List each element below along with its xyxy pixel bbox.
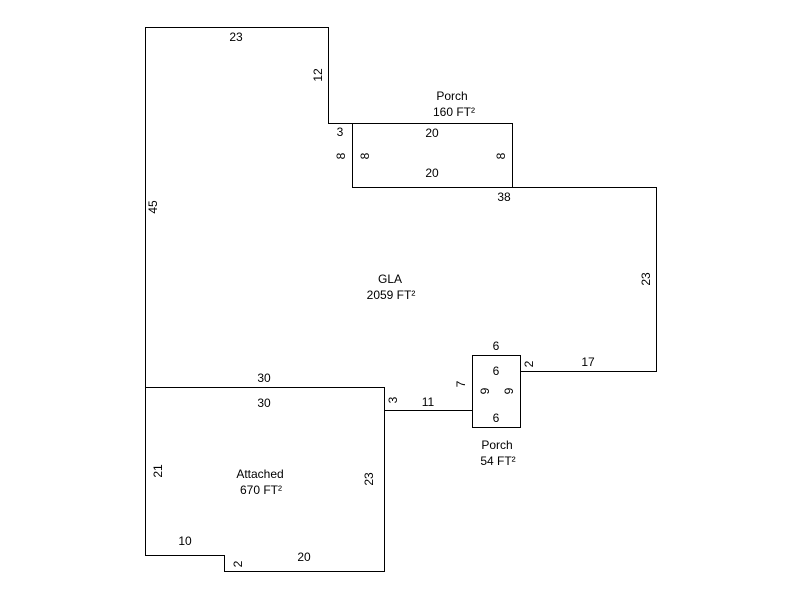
dim-label: 2	[231, 560, 245, 567]
dim-label: 8	[494, 152, 508, 159]
dim-label: 21	[151, 464, 165, 478]
dim-label: 10	[178, 534, 192, 548]
dim-label: 9	[478, 387, 492, 394]
porch-top-label: Porch	[436, 89, 467, 103]
dim-label: 11	[422, 395, 435, 409]
dim-label: 38	[497, 190, 511, 204]
dim-label: 7	[454, 380, 468, 387]
attached-area: 670 FT²	[240, 483, 282, 497]
dim-label: 12	[311, 68, 325, 82]
dim-label: 23	[639, 272, 653, 286]
dim-label: 20	[425, 166, 439, 180]
dim-label: 45	[146, 200, 160, 214]
gla-label: GLA	[378, 272, 402, 286]
attached-label: Attached	[236, 467, 283, 481]
attached-outline	[145, 387, 385, 572]
porch-small-area: 54 FT²	[480, 454, 515, 468]
gla-area: 2059 FT²	[367, 288, 416, 302]
dim-label: 20	[297, 550, 311, 564]
dim-label: 9	[502, 387, 516, 394]
porch-small-label: Porch	[481, 438, 512, 452]
dim-label: 30	[257, 371, 271, 385]
porch-top-outline	[352, 123, 513, 188]
dim-label: 3	[337, 125, 344, 139]
dim-label: 8	[358, 152, 372, 159]
dim-label: 23	[229, 30, 243, 44]
dim-label: 2	[522, 360, 536, 367]
porch-top-area: 160 FT²	[433, 105, 475, 119]
gla-outline	[145, 27, 657, 388]
dim-label: 6	[493, 364, 500, 378]
dim-label: 6	[493, 411, 500, 425]
porch-small-outline	[472, 355, 521, 428]
dim-label: 8	[334, 152, 348, 159]
dim-label: 6	[493, 339, 500, 353]
dim-label: 17	[581, 355, 595, 369]
dim-label: 23	[362, 472, 376, 486]
dim-label: 3	[386, 396, 400, 403]
dim-label: 30	[257, 396, 271, 410]
dim-label: 20	[425, 126, 439, 140]
